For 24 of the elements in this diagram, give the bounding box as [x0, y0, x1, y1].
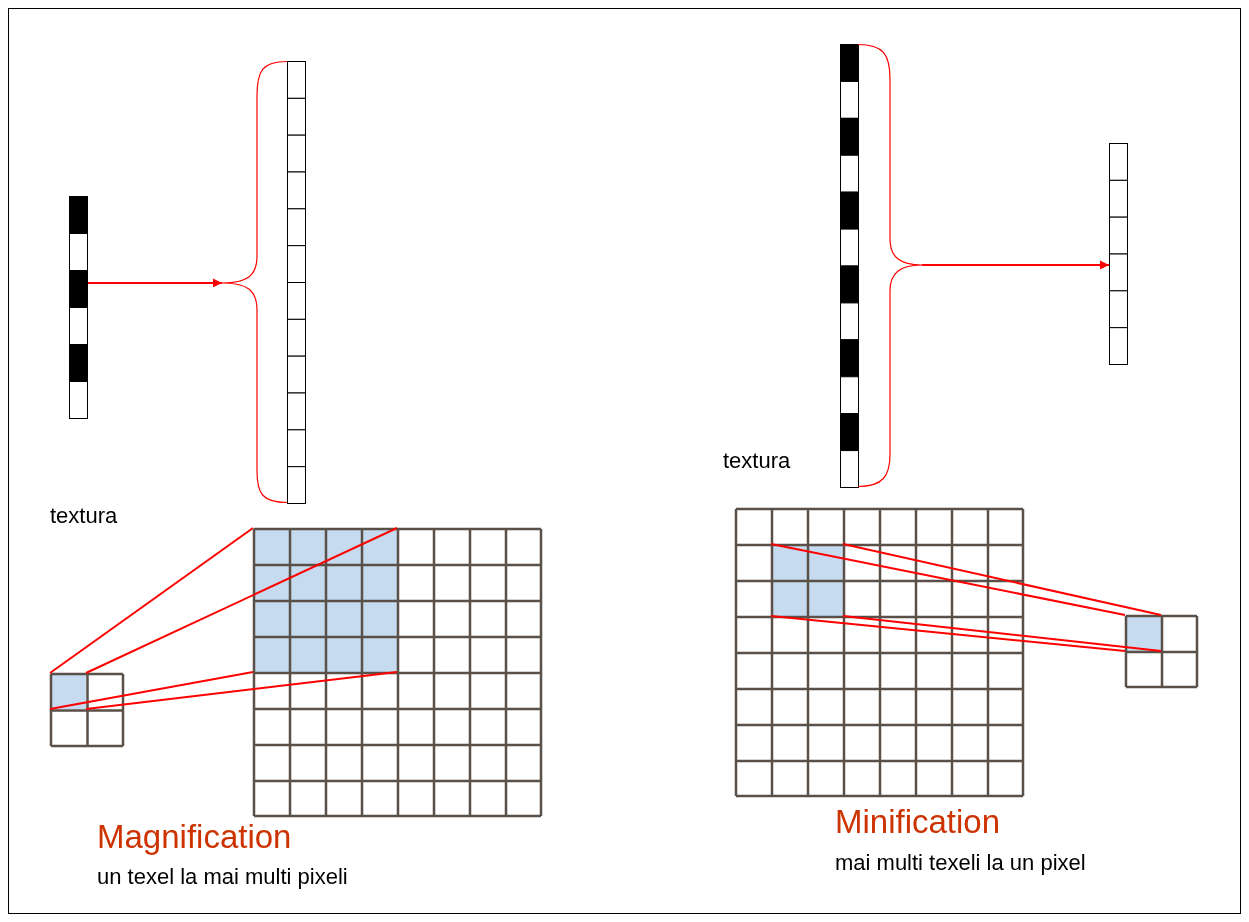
texel-grid: [50, 673, 123, 746]
texture-strip: [840, 44, 922, 487]
description-text: mai multi texeli la un pixel: [835, 852, 1086, 874]
projection-line: [842, 615, 1162, 652]
section-heading: Minification: [835, 805, 1001, 838]
pixel-strip: [222, 61, 305, 503]
projection-line: [85, 671, 398, 710]
description-text: un texel la mai multi pixeli: [97, 866, 348, 888]
texture-label: textura: [50, 505, 118, 527]
texel-grid: [735, 508, 1023, 796]
projection-line: [85, 527, 398, 674]
section-heading: Magnification: [97, 820, 292, 853]
projection-line: [770, 543, 1126, 616]
projection-line: [842, 543, 1162, 616]
arrow: [87, 278, 223, 288]
projection-line: [770, 615, 1126, 652]
projection-line: [49, 671, 254, 710]
texture-label: textura: [723, 450, 791, 472]
projection-line: [49, 527, 254, 674]
pixel-grid: [1125, 615, 1197, 687]
pixel-strip: [1109, 143, 1127, 364]
texture-strip: [69, 196, 88, 418]
pixel-grid: [253, 528, 541, 816]
arrow: [921, 260, 1110, 270]
